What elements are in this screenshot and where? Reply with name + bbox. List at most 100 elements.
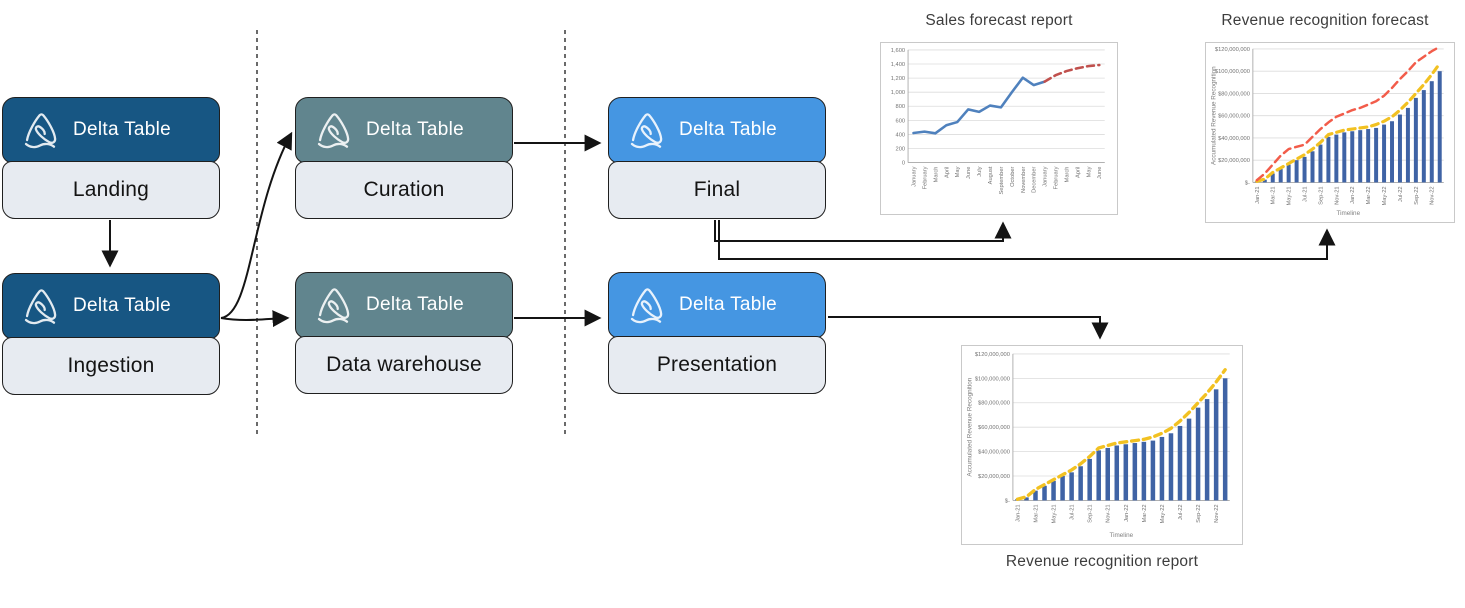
svg-text:November: November bbox=[1021, 166, 1027, 192]
node-final: Delta Table Final bbox=[608, 97, 826, 219]
delta-table-label: Delta Table bbox=[679, 119, 778, 140]
revenue-report-chart: $- $20,000,000 $40,000,000 $60,000,000 $80,0… bbox=[961, 345, 1243, 545]
node-data-warehouse: Delta Table Data warehouse bbox=[295, 272, 513, 394]
svg-text:Sep-21: Sep-21 bbox=[1318, 186, 1324, 204]
arrow-final-to-revenue-forecast bbox=[718, 220, 1336, 260]
arrow-ingestion-to-curation bbox=[220, 131, 293, 319]
svg-text:Jul-22: Jul-22 bbox=[1178, 504, 1184, 520]
svg-text:May-21: May-21 bbox=[1052, 504, 1058, 523]
node-presentation-label: Presentation bbox=[608, 336, 826, 394]
svg-text:$-: $- bbox=[1245, 180, 1250, 186]
svg-text:February: February bbox=[922, 166, 928, 189]
svg-text:$100,000,000: $100,000,000 bbox=[975, 376, 1010, 382]
svg-text:August: August bbox=[988, 166, 994, 184]
svg-text:200: 200 bbox=[896, 146, 906, 152]
svg-text:December: December bbox=[1032, 166, 1038, 192]
svg-text:October: October bbox=[1010, 166, 1016, 186]
svg-text:February: February bbox=[1054, 166, 1060, 189]
node-presentation-header: Delta Table bbox=[608, 272, 826, 338]
svg-text:Timeline: Timeline bbox=[1336, 210, 1360, 217]
svg-text:July: July bbox=[977, 166, 983, 176]
arrow-final-to-sales-report bbox=[714, 220, 1012, 242]
svg-text:1,000: 1,000 bbox=[891, 90, 905, 96]
svg-text:$120,000,000: $120,000,000 bbox=[975, 352, 1010, 358]
svg-text:1,200: 1,200 bbox=[891, 76, 905, 82]
node-data-warehouse-header: Delta Table bbox=[295, 272, 513, 338]
node-ingestion-label: Ingestion bbox=[2, 337, 220, 395]
svg-text:$-: $- bbox=[1005, 498, 1010, 504]
node-ingestion-header: Delta Table bbox=[2, 273, 220, 339]
svg-text:Jul-22: Jul-22 bbox=[1398, 186, 1404, 202]
delta-lake-logo-icon bbox=[630, 288, 663, 324]
svg-text:$80,000,000: $80,000,000 bbox=[978, 401, 1010, 407]
node-landing: Delta Table Landing bbox=[2, 97, 220, 219]
delta-lake-logo-icon bbox=[24, 113, 57, 149]
svg-text:Jul-21: Jul-21 bbox=[1303, 186, 1309, 202]
delta-lake-logo-icon bbox=[630, 113, 663, 149]
svg-text:Jan-21: Jan-21 bbox=[1015, 504, 1021, 522]
svg-text:June: June bbox=[966, 167, 972, 179]
node-ingestion: Delta Table Ingestion bbox=[2, 273, 220, 395]
svg-text:June: June bbox=[1097, 167, 1103, 179]
svg-text:$60,000,000: $60,000,000 bbox=[978, 425, 1010, 431]
svg-text:May: May bbox=[1086, 166, 1092, 177]
svg-text:$20,000,000: $20,000,000 bbox=[978, 474, 1010, 480]
svg-text:1,400: 1,400 bbox=[891, 62, 905, 68]
node-curation-label: Curation bbox=[295, 161, 513, 219]
svg-text:Accumulated Revenue Recognitio: Accumulated Revenue Recognition bbox=[1210, 66, 1217, 165]
svg-text:$120,000,000: $120,000,000 bbox=[1215, 47, 1250, 53]
svg-text:600: 600 bbox=[896, 118, 906, 124]
revenue-report-title: Revenue recognition report bbox=[1005, 553, 1199, 570]
svg-text:Jul-21: Jul-21 bbox=[1070, 504, 1076, 520]
svg-text:Mar-21: Mar-21 bbox=[1033, 504, 1039, 522]
svg-text:May-22: May-22 bbox=[1160, 504, 1166, 523]
svg-text:0: 0 bbox=[902, 161, 905, 167]
node-final-label: Final bbox=[608, 161, 826, 219]
svg-text:$80,000,000: $80,000,000 bbox=[1218, 91, 1250, 97]
svg-text:$40,000,000: $40,000,000 bbox=[978, 450, 1010, 456]
svg-text:Nov-22: Nov-22 bbox=[1214, 504, 1220, 523]
svg-text:Jan-22: Jan-22 bbox=[1350, 186, 1356, 204]
svg-text:$20,000,000: $20,000,000 bbox=[1218, 158, 1250, 164]
delta-lake-logo-icon bbox=[317, 113, 350, 149]
svg-text:$60,000,000: $60,000,000 bbox=[1218, 114, 1250, 120]
svg-text:$40,000,000: $40,000,000 bbox=[1218, 136, 1250, 142]
svg-text:1,600: 1,600 bbox=[891, 48, 905, 54]
delta-lake-logo-icon bbox=[317, 288, 350, 324]
svg-text:Mar-21: Mar-21 bbox=[1271, 186, 1277, 204]
delta-table-label: Delta Table bbox=[366, 119, 465, 140]
arrow-presentation-to-revenue-report bbox=[828, 316, 1109, 340]
node-presentation: Delta Table Presentation bbox=[608, 272, 826, 394]
sales-forecast-title: Sales forecast report bbox=[925, 12, 1073, 29]
delta-table-label: Delta Table bbox=[679, 294, 778, 315]
delta-lake-logo-icon bbox=[24, 289, 57, 325]
revenue-forecast-title: Revenue recognition forecast bbox=[1221, 12, 1429, 29]
svg-text:March: March bbox=[1064, 167, 1070, 183]
svg-text:Mar-22: Mar-22 bbox=[1142, 504, 1148, 522]
svg-text:Jan-22: Jan-22 bbox=[1124, 504, 1130, 522]
node-curation: Delta Table Curation bbox=[295, 97, 513, 219]
delta-table-label: Delta Table bbox=[73, 119, 172, 140]
svg-text:Jan-21: Jan-21 bbox=[1255, 186, 1261, 204]
svg-text:January: January bbox=[912, 166, 918, 186]
arrow-ingestion-to-data-warehouse bbox=[220, 310, 290, 328]
svg-text:May: May bbox=[955, 166, 961, 177]
svg-text:Nov-21: Nov-21 bbox=[1334, 186, 1340, 204]
svg-text:Sep-22: Sep-22 bbox=[1414, 186, 1420, 204]
node-landing-label: Landing bbox=[2, 161, 220, 219]
svg-text:September: September bbox=[999, 166, 1005, 194]
svg-text:Nov-21: Nov-21 bbox=[1106, 504, 1112, 523]
delta-table-label: Delta Table bbox=[366, 294, 465, 315]
node-curation-header: Delta Table bbox=[295, 97, 513, 163]
svg-text:Nov-22: Nov-22 bbox=[1430, 186, 1436, 204]
node-final-header: Delta Table bbox=[608, 97, 826, 163]
node-landing-header: Delta Table bbox=[2, 97, 220, 163]
svg-text:Sep-21: Sep-21 bbox=[1088, 504, 1094, 523]
svg-text:March: March bbox=[933, 167, 939, 183]
delta-table-label: Delta Table bbox=[73, 295, 172, 316]
svg-text:Accumulated Revenue Recognitio: Accumulated Revenue Recognition bbox=[966, 377, 973, 476]
svg-text:April: April bbox=[1075, 167, 1081, 178]
svg-text:800: 800 bbox=[896, 104, 906, 110]
